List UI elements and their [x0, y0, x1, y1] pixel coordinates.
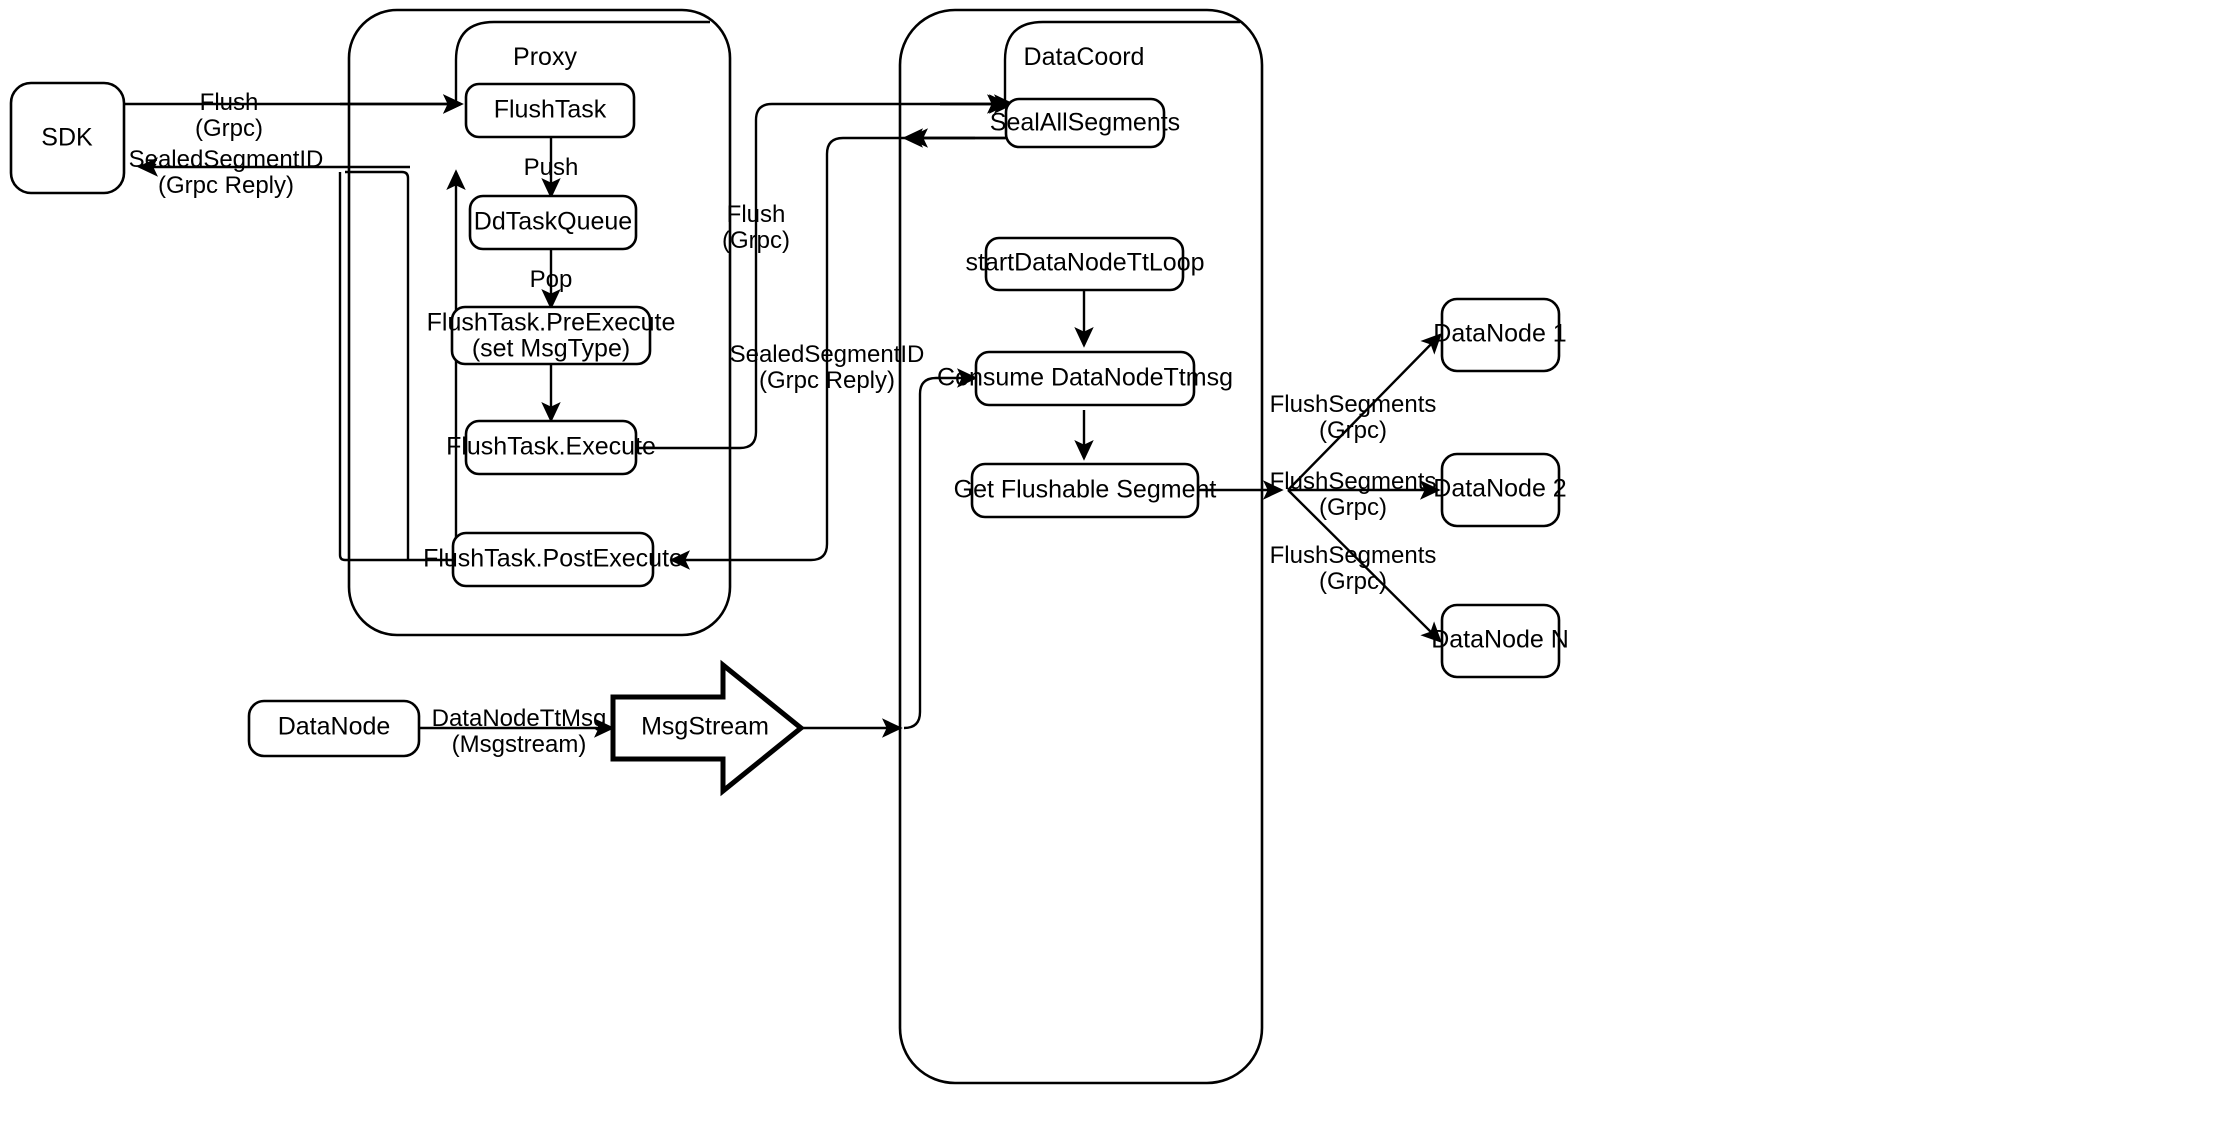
- msgstream-label: MsgStream: [641, 713, 769, 741]
- postexecute-box[interactable]: [451, 531, 655, 588]
- label-flush-segments-1-line2: (Grpc): [1319, 417, 1387, 444]
- edge-postexecute-return-path: [338, 172, 458, 579]
- consume-datanode-ttmsg-label: Consume DataNodeTtmsg: [937, 364, 1233, 392]
- node-get-flushable-segment[interactable]: Get Flushable Segment: [954, 462, 1217, 519]
- proxy-container-border: [347, 8, 732, 637]
- execute-label: FlushTask.Execute: [446, 433, 656, 461]
- label-push: Push: [524, 154, 579, 181]
- label-flush-grpc-line2: (Grpc): [195, 115, 263, 142]
- edge-datacoord-to-postexecute: [669, 136, 1005, 570]
- edge-label-sdk-to-proxy: Flush (Grpc): [195, 89, 263, 142]
- node-flush-task-postexecute[interactable]: FlushTask.PostExecute: [423, 531, 683, 588]
- edge-label-coord-to-proxy: SealedSegmentID (Grpc Reply): [730, 341, 925, 394]
- preexecute-label-line2: (set MsgType): [472, 335, 630, 363]
- edge-label-proxy-to-sdk: SealedSegmentID (Grpc Reply): [129, 146, 324, 199]
- container-proxy: Proxy: [347, 8, 732, 637]
- flush-task-box[interactable]: [464, 82, 636, 139]
- label-coord-sealed-line1: SealedSegmentID: [730, 341, 925, 368]
- dd-task-queue-box[interactable]: [468, 194, 638, 251]
- edge-label-proxy-to-coord: Flush (Grpc): [722, 201, 790, 254]
- seal-all-segments-box[interactable]: [1004, 97, 1166, 149]
- edge-proxy-top-wrap: [454, 20, 710, 104]
- label-datanode-ttmsg-line2: (Msgstream): [452, 731, 587, 758]
- label-sealedsegmentid-line2: (Grpc Reply): [158, 172, 294, 199]
- dd-task-queue-label: DdTaskQueue: [474, 208, 632, 236]
- node-datanode-n[interactable]: DataNode N: [1431, 603, 1569, 679]
- label-sealedsegmentid-line1: SealedSegmentID: [129, 146, 324, 173]
- label-pop: Pop: [530, 266, 573, 293]
- edge-label-flush-segments-1: FlushSegments (Grpc): [1270, 391, 1437, 444]
- proxy-container-label: Proxy: [513, 43, 577, 71]
- edge-datacoord-top-wrap: [1003, 20, 1240, 104]
- start-datanode-tt-loop-box[interactable]: [984, 236, 1185, 292]
- node-consume-datanode-ttmsg[interactable]: Consume DataNodeTtmsg: [937, 350, 1233, 407]
- postexecute-label: FlushTask.PostExecute: [423, 545, 683, 573]
- node-start-datanode-tt-loop[interactable]: startDataNodeTtLoop: [965, 236, 1205, 292]
- label-flush-segments-2-line1: FlushSegments: [1270, 468, 1437, 495]
- get-flushable-segment-label: Get Flushable Segment: [954, 476, 1217, 504]
- label-coord-sealed-line2: (Grpc Reply): [759, 367, 895, 394]
- datanode-n-label: DataNode N: [1431, 626, 1569, 654]
- container-datacoord: DataCoord: [898, 8, 1264, 1085]
- datanode-2-box[interactable]: [1440, 452, 1561, 528]
- edge-label-flush-segments-n: FlushSegments (Grpc): [1270, 542, 1437, 595]
- edge-datacoord-to-consume: [903, 368, 978, 730]
- datanode-bottom-box[interactable]: [247, 699, 421, 758]
- sdk-label: SDK: [41, 124, 93, 152]
- edge-label-flush-segments-2: FlushSegments (Grpc): [1270, 468, 1437, 521]
- datanode-1-box[interactable]: [1440, 297, 1561, 373]
- edge-execute-to-datacoord: [636, 94, 1008, 450]
- label-flush-segments-1-line1: FlushSegments: [1270, 391, 1437, 418]
- label-flush-segments-n-line1: FlushSegments: [1270, 542, 1437, 569]
- node-flush-task-execute[interactable]: FlushTask.Execute: [446, 419, 656, 476]
- label-coord-flush-line2: (Grpc): [722, 227, 790, 254]
- edge-return-corner: [345, 170, 410, 560]
- flush-task-label: FlushTask: [494, 96, 607, 124]
- datanode-bottom-label: DataNode: [278, 713, 391, 741]
- edge-label-datanode-ttmsg: DataNodeTtMsg (Msgstream): [432, 705, 607, 758]
- node-datanode-2[interactable]: DataNode 2: [1433, 452, 1567, 528]
- node-sdk[interactable]: SDK: [9, 81, 126, 195]
- msgstream-arrow-shape[interactable]: [610, 659, 805, 797]
- datacoord-container-label: DataCoord: [1024, 43, 1145, 71]
- label-flush-segments-n-line2: (Grpc): [1319, 568, 1387, 595]
- node-msgstream[interactable]: MsgStream: [610, 659, 805, 797]
- datanode-1-label: DataNode 1: [1433, 320, 1566, 348]
- node-flush-task[interactable]: FlushTask: [464, 82, 636, 139]
- edge-junction-to-datanode-1: [1287, 333, 1442, 491]
- sdk-box[interactable]: [9, 81, 126, 195]
- node-flush-task-preexecute[interactable]: FlushTask.PreExecute (set MsgType): [427, 305, 676, 366]
- preexecute-label-line1: FlushTask.PreExecute: [427, 309, 676, 337]
- datanode-2-label: DataNode 2: [1433, 475, 1566, 503]
- get-flushable-segment-box[interactable]: [970, 462, 1200, 519]
- consume-datanode-ttmsg-box[interactable]: [974, 350, 1196, 407]
- label-coord-flush-line1: Flush: [727, 201, 786, 228]
- label-datanode-ttmsg-line1: DataNodeTtMsg: [432, 705, 607, 732]
- node-dd-task-queue[interactable]: DdTaskQueue: [468, 194, 638, 251]
- label-flush-grpc-line1: Flush: [200, 89, 259, 116]
- datacoord-container-border: [898, 8, 1264, 1085]
- label-flush-segments-2-line2: (Grpc): [1319, 494, 1387, 521]
- execute-box[interactable]: [464, 419, 638, 476]
- datanode-n-box[interactable]: [1440, 603, 1561, 679]
- node-datanode-bottom[interactable]: DataNode: [247, 699, 421, 758]
- edge-junction-to-datanode-n: [1287, 489, 1442, 643]
- node-seal-all-segments[interactable]: SealAllSegments: [990, 97, 1180, 149]
- preexecute-box[interactable]: [450, 305, 652, 366]
- seal-all-segments-label: SealAllSegments: [990, 109, 1180, 137]
- node-datanode-1[interactable]: DataNode 1: [1433, 297, 1567, 373]
- start-datanode-tt-loop-label: startDataNodeTtLoop: [965, 249, 1204, 277]
